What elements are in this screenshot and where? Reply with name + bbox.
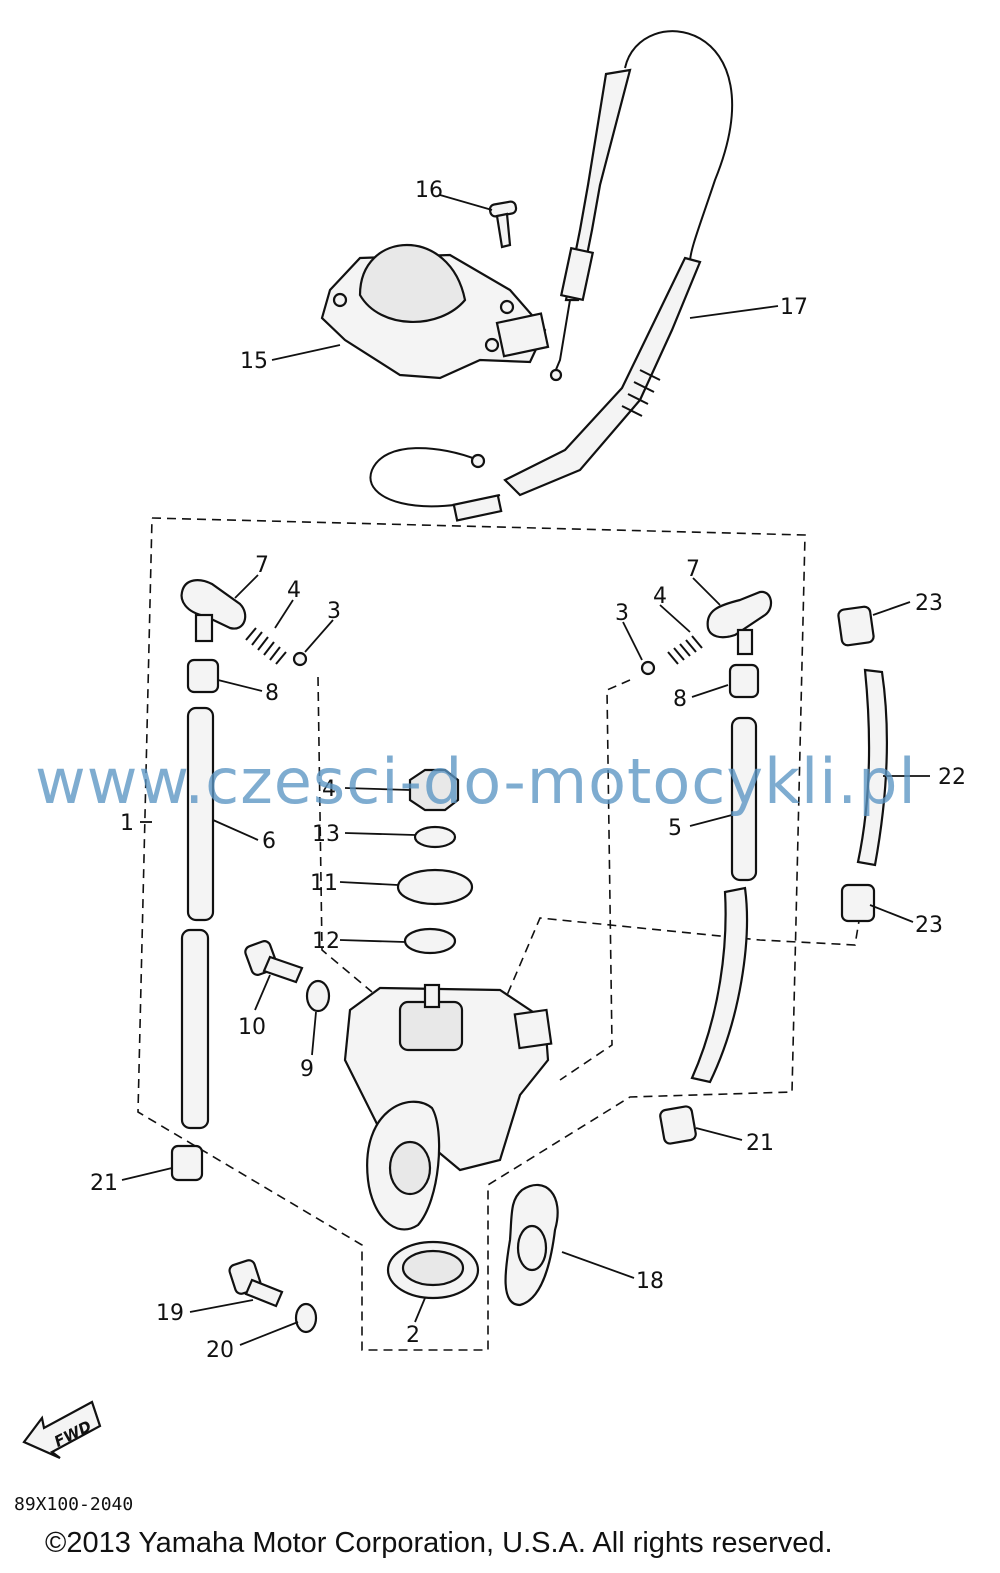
- callout-10: 10: [238, 1015, 266, 1040]
- callout-4-right: 4: [653, 584, 667, 609]
- cover-screw: [488, 200, 518, 249]
- ball-path-left: [317, 676, 373, 993]
- callout-22: 22: [938, 765, 966, 790]
- oil-pump-body: [343, 983, 553, 1231]
- callout-12: 12: [312, 929, 340, 954]
- mounting-bolt-and-washer: [228, 1259, 318, 1334]
- callout-15: 15: [240, 349, 268, 374]
- diagram-code: 89X100-2040: [14, 1494, 134, 1515]
- watermark-url: www.czesci-do-motocykli.pl: [35, 745, 917, 818]
- callout-23-top: 23: [915, 591, 943, 616]
- callout-3-right: 3: [615, 601, 629, 626]
- callout-6: 6: [262, 829, 276, 854]
- callout-8-right: 8: [673, 687, 687, 712]
- bolt-and-washer: [244, 940, 331, 1013]
- callout-19: 19: [156, 1301, 184, 1326]
- callout-labels: 16 15 17 7 4 3 8 1 6 7 4 3 8 5 23 22 23 …: [90, 178, 966, 1363]
- callout-7-left: 7: [255, 553, 269, 578]
- callout-21-left: 21: [90, 1171, 118, 1196]
- callout-2: 2: [406, 1323, 420, 1348]
- left-nozzle-assembly: [170, 579, 308, 1182]
- callout-9: 9: [300, 1057, 314, 1082]
- callout-4-center: 4: [322, 777, 336, 802]
- oil-seal-inner: [401, 1249, 465, 1287]
- right-nozzle-assembly: [640, 590, 773, 1145]
- callout-16: 16: [415, 178, 443, 203]
- assembly-outline: [137, 517, 806, 1351]
- callout-7-right: 7: [686, 557, 700, 582]
- copyright-notice: ©2013 Yamaha Motor Corporation, U.S.A. A…: [45, 1527, 833, 1559]
- callout-3-left: 3: [327, 599, 341, 624]
- pump-cover: [320, 243, 550, 380]
- callout-23-bottom: 23: [915, 913, 943, 938]
- gasket-hole: [516, 1224, 548, 1272]
- callout-11: 11: [310, 871, 338, 896]
- callout-13: 13: [312, 822, 340, 847]
- callout-5: 5: [668, 816, 682, 841]
- callout-18: 18: [636, 1269, 664, 1294]
- callout-20: 20: [206, 1338, 234, 1363]
- callout-1: 1: [120, 811, 134, 836]
- leader-lines: [121, 194, 930, 1346]
- drain-hose-assembly: [837, 605, 888, 923]
- callout-21-right: 21: [746, 1131, 774, 1156]
- ball-path-right: [559, 679, 631, 1081]
- forward-direction-arrow: FWD: [22, 1400, 102, 1460]
- hose-path-right: [504, 914, 861, 1001]
- center-fastener-stack: [396, 768, 474, 955]
- callout-17: 17: [780, 295, 808, 320]
- callout-8-left: 8: [265, 681, 279, 706]
- throttle-cable: [369, 30, 734, 522]
- callout-4-left: 4: [287, 578, 301, 603]
